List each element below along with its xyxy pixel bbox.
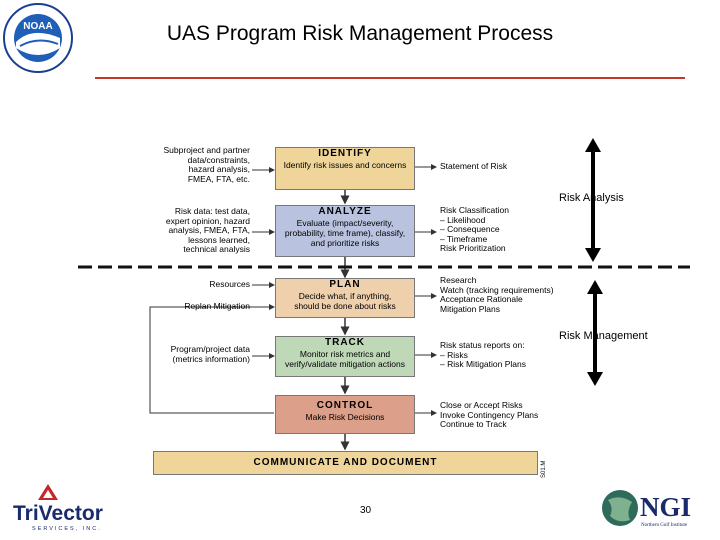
identify-box: IDENTIFY Identify risk issues and concer… [275, 147, 415, 190]
risk-management-label: Risk Management [559, 330, 648, 342]
page-title: UAS Program Risk Management Process [166, 22, 554, 45]
plan-box: PLAN Decide what, if anything, should be… [275, 278, 415, 318]
risk-analysis-label: Risk Analysis [559, 192, 624, 204]
ngi-sub: Northern Gulf Institute [641, 523, 688, 528]
figure-code: S01.M [541, 460, 547, 478]
communicate-title: COMMUNICATE AND DOCUMENT [253, 457, 438, 468]
noaa-logo: NOAA [3, 3, 73, 73]
plan-title: PLAN [329, 279, 361, 290]
control-output-label: Close or Accept Risks Invoke Contingency… [440, 400, 539, 430]
track-output-label: Risk status reports on: – Risks – Risk M… [440, 340, 526, 370]
ngi-logo: NGI Northern Gulf Institute [602, 490, 691, 528]
ngi-text: NGI [640, 492, 691, 522]
track-input-label: Program/project data (metrics informatio… [170, 344, 250, 364]
trivector-sub: SERVICES, INC. [32, 526, 102, 532]
resources-label: Resources [209, 279, 250, 289]
replan-mitigation-label: Replan Mitigation [184, 301, 250, 311]
analyze-box: ANALYZE Evaluate (impact/severity, proba… [275, 205, 415, 257]
track-title: TRACK [325, 337, 365, 348]
plan-desc: Decide what, if anything, should be done… [294, 291, 396, 311]
trivector-logo: TriVector SERVICES, INC. [13, 484, 103, 532]
analyze-title: ANALYZE [318, 206, 372, 217]
noaa-logo-text: NOAA [23, 21, 52, 32]
track-box: TRACK Monitor risk metrics and verify/va… [275, 336, 415, 377]
communicate-box: COMMUNICATE AND DOCUMENT [153, 451, 538, 475]
analyze-desc: Evaluate (impact/severity, probability, … [284, 218, 406, 248]
identify-desc: Identify risk issues and concerns [283, 160, 407, 170]
trivector-text: TriVector [13, 502, 103, 525]
control-box: CONTROL Make Risk Decisions [275, 395, 415, 434]
plan-output-label: Research Watch (tracking requirements) A… [440, 275, 554, 314]
control-desc: Make Risk Decisions [305, 412, 385, 422]
control-title: CONTROL [316, 400, 374, 411]
identify-output-label: Statement of Risk [440, 161, 508, 171]
analyze-input-label: Risk data: test data, expert opinion, ha… [165, 206, 250, 255]
analyze-output-label: Risk Classification – Likelihood – Conse… [440, 205, 509, 254]
track-desc: Monitor risk metrics and verify/validate… [284, 349, 405, 369]
identify-title: IDENTIFY [318, 148, 372, 159]
title-rule [95, 77, 685, 79]
page-number: 30 [360, 505, 372, 516]
identify-input-label: Subproject and partner data/constraints,… [163, 145, 250, 184]
